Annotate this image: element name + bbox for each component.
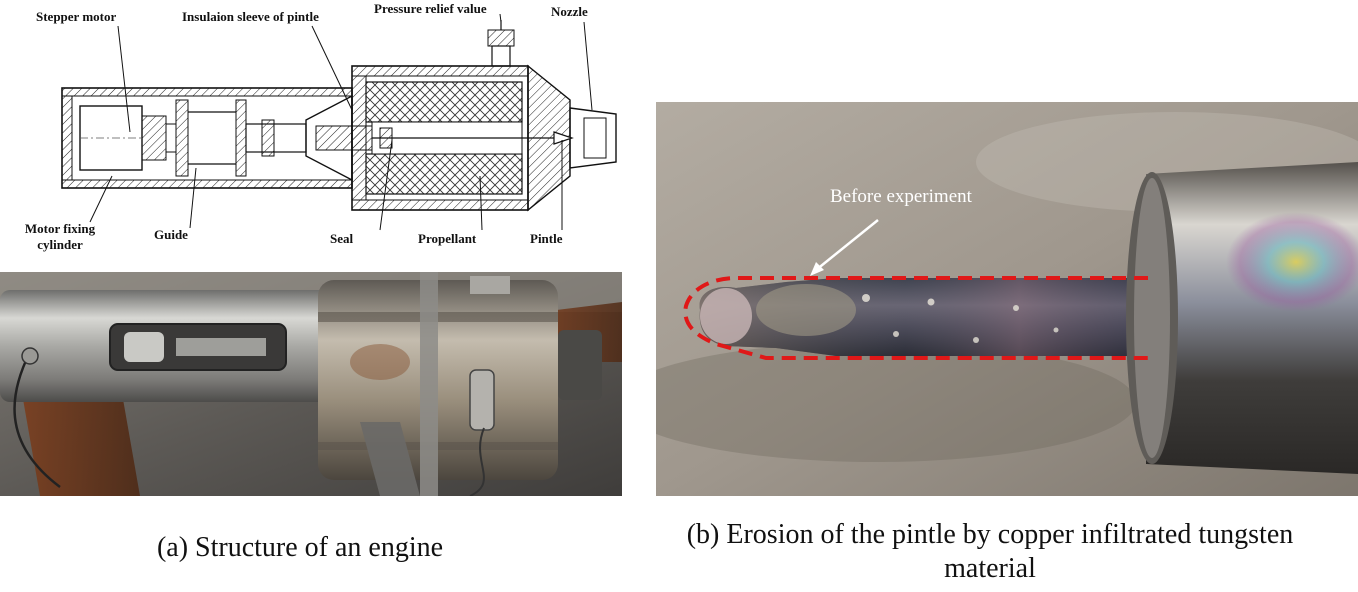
caption-b: (b) Erosion of the pintle by copper infi… [622, 518, 1358, 586]
stepper-motor-shape [79, 105, 177, 171]
pressure-relief-valve-shape [487, 20, 515, 67]
clamp-bar [420, 272, 438, 496]
label-stepper-motor: Stepper motor [36, 9, 117, 24]
label-motor-fixing-line1: Motor fixing [24, 221, 96, 236]
rusty-stand [20, 382, 140, 496]
pintle-photo-illustration [616, 102, 1358, 496]
guide-shape [175, 99, 307, 177]
original-pintle-outline [683, 276, 1148, 360]
label-seal: Seal [330, 231, 354, 246]
annotation-before-experiment: Before experiment [830, 186, 972, 207]
seal-shape [379, 127, 393, 149]
engine-photo-illustration [0, 272, 622, 497]
label-pressure-relief-valve: Pressure relief value [374, 1, 487, 16]
motor-fixing-cylinder-shape [61, 87, 353, 189]
annotation-arrow [810, 219, 879, 276]
engine-photo [0, 272, 622, 497]
label-nozzle: Nozzle [551, 4, 588, 19]
engine-cross-section-drawing [61, 13, 617, 231]
caption-b-line2: material [944, 553, 1036, 584]
pintle-erosion-photo: Before experiment [616, 102, 1358, 496]
eroded-pintle-rod [699, 278, 1156, 356]
label-motor-fixing-cylinder: Motor fixing cylinder [12, 221, 108, 253]
label-guide: Guide [154, 227, 188, 242]
propellant-grain-upper [365, 81, 523, 123]
nozzle-end [558, 330, 602, 400]
pintle-shape [553, 131, 574, 145]
label-motor-fixing-line2: cylinder [37, 237, 83, 252]
caption-a: (a) Structure of an engine [156, 532, 444, 563]
engine-schematic: Stepper motor Insulaion sleeve of pintle… [0, 0, 622, 262]
label-pintle: Pintle [530, 231, 563, 246]
label-insulation-sleeve: Insulaion sleeve of pintle [182, 9, 319, 24]
caption-b-line1: (b) Erosion of the pintle by copper infi… [686, 519, 1294, 550]
nozzle-shape [527, 64, 617, 212]
pintle-mount-drum [1126, 162, 1358, 474]
leader-lines [89, 13, 593, 231]
label-propellant: Propellant [418, 231, 477, 246]
pressure-sensor [469, 369, 495, 431]
